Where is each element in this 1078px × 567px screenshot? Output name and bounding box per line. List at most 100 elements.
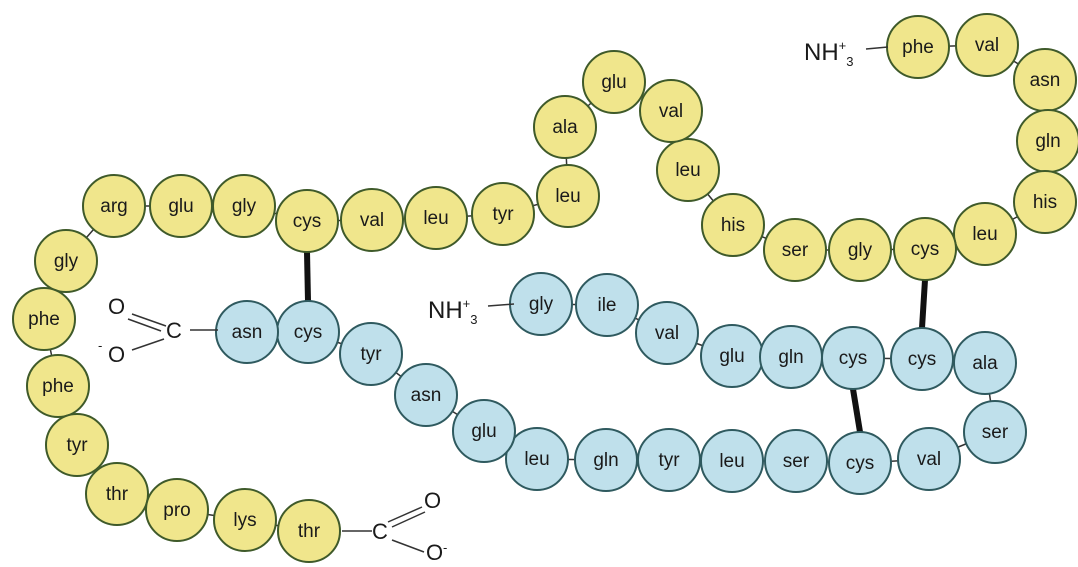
- chain-a-residue-thr: thr: [85, 462, 149, 526]
- chain-a-residue-glu: glu: [149, 174, 213, 238]
- chain-a-residue-label: tyr: [492, 204, 514, 225]
- chain-b-residue-asn: asn: [215, 300, 279, 364]
- chain-a-residue-bead: [763, 218, 827, 282]
- chain-b-residue-val: val: [635, 301, 699, 365]
- chain-a-residue-label: arg: [100, 196, 127, 217]
- chain-b-residue-bead: [505, 427, 569, 491]
- chain-a-residue-label: cys: [911, 239, 940, 260]
- chain-a-residue-bead: [701, 193, 765, 257]
- chain-a-residue-cys: cys: [893, 217, 957, 281]
- chain-b-residue-bead: [452, 399, 516, 463]
- chain-b-residue-ser: ser: [764, 429, 828, 493]
- chain-b-residue-label: ser: [783, 451, 810, 472]
- chain-a-residue-gly: gly: [212, 174, 276, 238]
- chain-a-residue-label: gly: [232, 196, 257, 217]
- chain-a-residue-bead: [275, 189, 339, 253]
- chain-b-oxygen-charge: -: [98, 338, 102, 353]
- chain-b-residue-label: leu: [719, 451, 744, 472]
- chain-a-residue-val: val: [639, 79, 703, 143]
- chain-a-residue-leu: leu: [404, 186, 468, 250]
- chain-a-residue-cys: cys: [275, 189, 339, 253]
- chain-b-residue-label: gln: [593, 450, 618, 471]
- chain-b-residue-label: ala: [972, 353, 998, 374]
- chain-a-residue-bead: [213, 488, 277, 552]
- chain-a-carboxyl-carbon: C: [372, 519, 388, 544]
- chain-b-residue-bead: [963, 400, 1027, 464]
- chain-b-residue-bead: [394, 363, 458, 427]
- chain-a-residue-pro: pro: [145, 478, 209, 542]
- chain-a-residue-gln: gln: [1016, 109, 1078, 173]
- chain-b-residue-label: tyr: [658, 450, 680, 471]
- chain-b-residue-cys: cys: [821, 326, 885, 390]
- chain-a-residue-label: leu: [675, 160, 700, 181]
- chain-a-residue-label: glu: [168, 196, 193, 217]
- chain-a-residue-label: phe: [42, 376, 74, 397]
- chain-a-residue-bead: [34, 229, 98, 293]
- chain-b-residue-glu: glu: [452, 399, 516, 463]
- chain-b-residue-gln: gln: [759, 325, 823, 389]
- chain-b-residue-tyr: tyr: [637, 428, 701, 492]
- chain-a-residue-bead: [1013, 170, 1077, 234]
- chain-a-residue-label: val: [975, 35, 999, 56]
- chain-b-residue-label: cys: [839, 348, 868, 369]
- chain-b-residue-bead: [764, 429, 828, 493]
- chain-a-residue-label: val: [360, 210, 384, 231]
- chain-a-residue-label: asn: [1030, 70, 1061, 91]
- chain-a-residue-label: phe: [902, 37, 934, 58]
- chain-b-residue-ser: ser: [963, 400, 1027, 464]
- chain-a-residue-bead: [26, 354, 90, 418]
- chain-a-residue-bead: [340, 188, 404, 252]
- chain-b-n-terminus: NH+3: [428, 296, 478, 327]
- chain-a-residue-label: gln: [1035, 131, 1060, 152]
- chain-a-residue-label: tyr: [66, 435, 88, 456]
- chain-b-carbonyl-oxygen: O: [108, 294, 125, 319]
- chain-b-residue-bead: [700, 429, 764, 493]
- chain-b-residue-gln: gln: [574, 428, 638, 492]
- chain-a-residue-phe: phe: [12, 287, 76, 351]
- chain-a-residue-label: leu: [555, 186, 580, 207]
- chain-a-residue-bead: [404, 186, 468, 250]
- chain-a-residue-bead: [955, 13, 1019, 77]
- chain-a-residue-label: cys: [293, 211, 322, 232]
- chain-a-residue-ala: ala: [533, 95, 597, 159]
- chain-b-residue-label: cys: [846, 453, 875, 474]
- chain-b-residue-label: asn: [232, 322, 263, 343]
- chain-a-residue-gly: gly: [828, 218, 892, 282]
- chain-a-residue-thr: thr: [277, 499, 341, 563]
- chain-b-residue-leu: leu: [505, 427, 569, 491]
- chain-a-residue-bead: [893, 217, 957, 281]
- chain-b-n-terminus-link: [487, 303, 515, 307]
- chain-b-residue-cys: cys: [828, 431, 892, 495]
- chain-b-residue-bead: [953, 331, 1017, 395]
- chain-a-residue-label: val: [659, 101, 683, 122]
- chain-a-residue-bead: [45, 413, 109, 477]
- chain-b-residue-label: ser: [982, 422, 1009, 443]
- chain-a-residue-leu: leu: [536, 164, 600, 228]
- chain-a-residue-bead: [82, 174, 146, 238]
- chain-a-residue-bead: [536, 164, 600, 228]
- chain-a-c-terminus: C O O -: [342, 488, 447, 565]
- chain-b-residue-label: gln: [778, 347, 803, 368]
- chain-a-residue-label: pro: [163, 500, 190, 521]
- chain-b-residue-tyr: tyr: [339, 322, 403, 386]
- chain-a-residue-val: val: [955, 13, 1019, 77]
- chain-a-residue-his: his: [1013, 170, 1077, 234]
- chain-a-residue-phe: phe: [26, 354, 90, 418]
- chain-a-residue-bead: [533, 95, 597, 159]
- chain-b-carboxylate-oxygen: O: [108, 342, 125, 367]
- chain-a-residue-label: phe: [28, 309, 60, 330]
- chain-b-residue-bead: [821, 326, 885, 390]
- chain-a-residue-label: glu: [601, 72, 626, 93]
- disulfide-bonds: [304, 251, 928, 433]
- disulfide-bond: [919, 279, 928, 329]
- chain-b-residue-label: cys: [294, 322, 323, 343]
- chain-b-residue-label: glu: [471, 421, 496, 442]
- chain-b-residue-asn: asn: [394, 363, 458, 427]
- chain-b-residue-leu: leu: [700, 429, 764, 493]
- chain-b-residue-label: ile: [597, 295, 616, 316]
- chain-a-residue-bead: [582, 50, 646, 114]
- chain-a-carboxylate-oxygen: O: [426, 540, 443, 565]
- chain-b-residue-bead: [635, 301, 699, 365]
